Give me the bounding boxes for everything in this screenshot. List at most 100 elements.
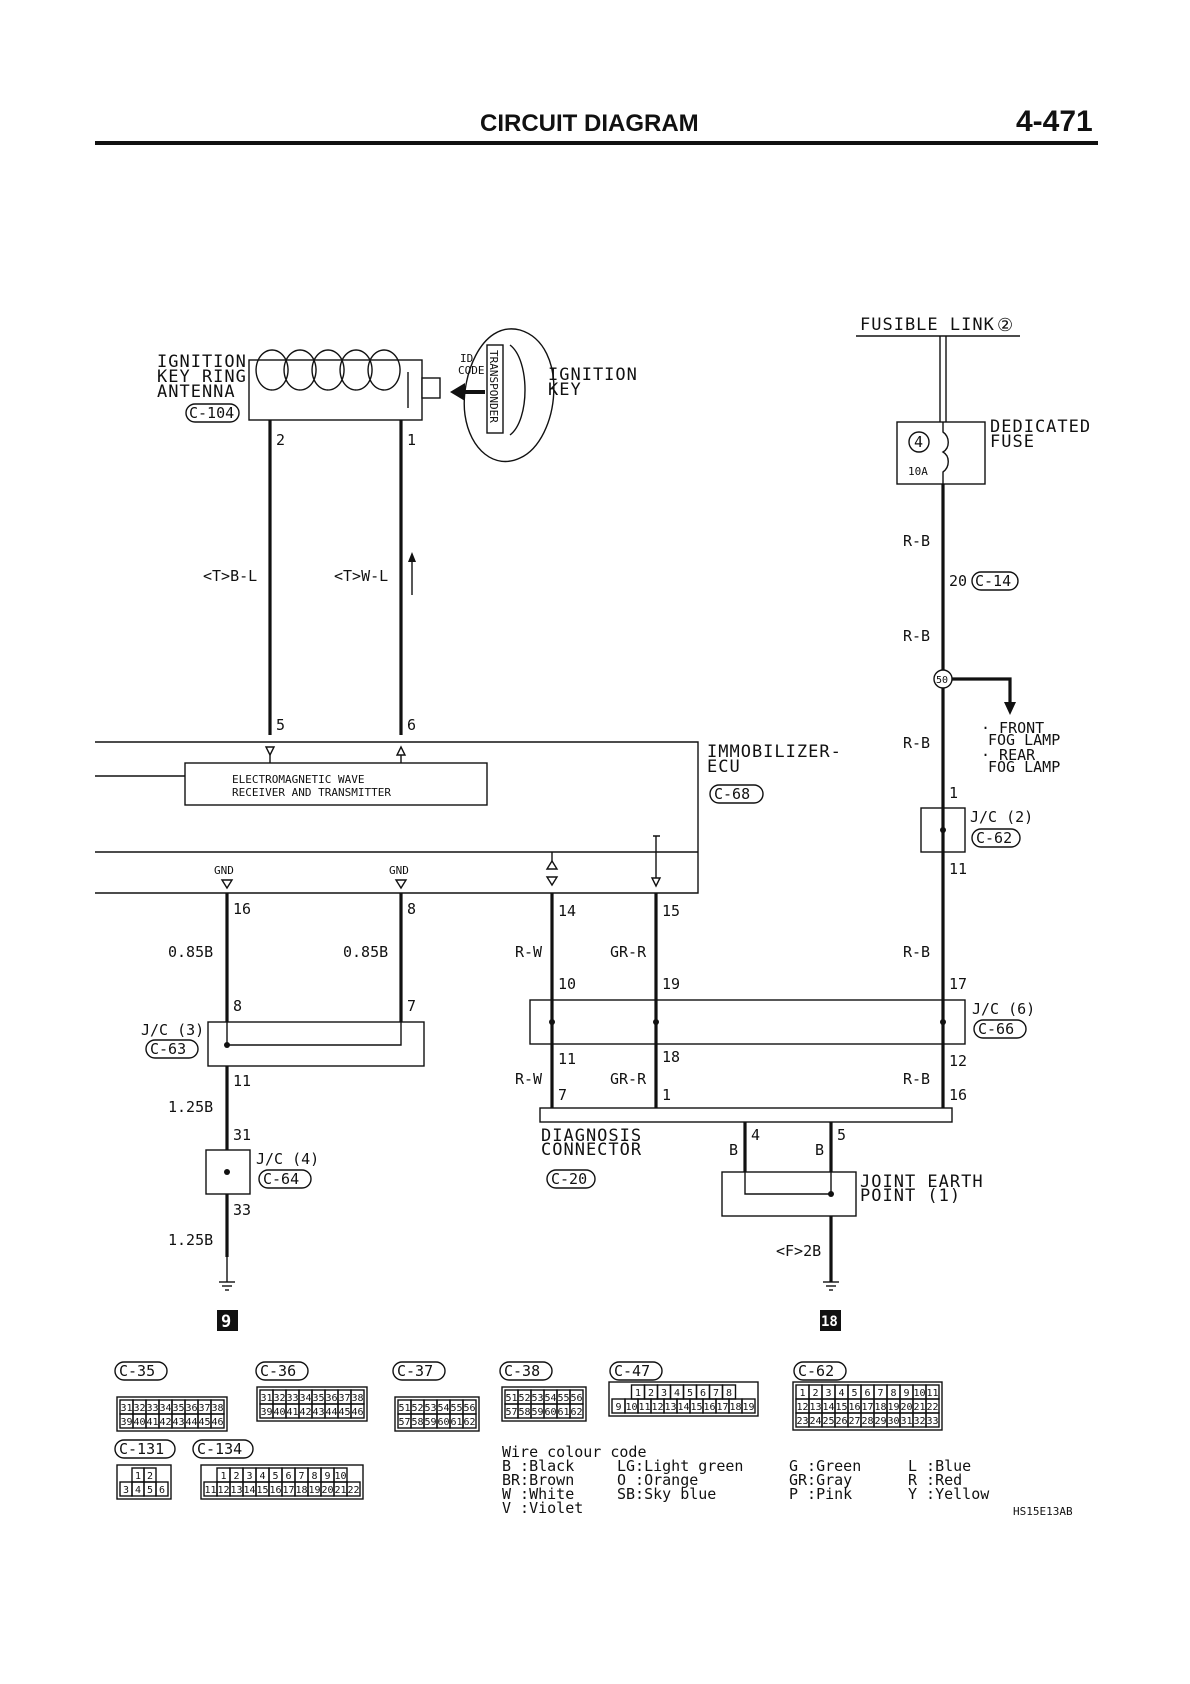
connector-pin-number: 6 [159, 1485, 165, 1496]
connector-pin-number: 13 [809, 1402, 821, 1413]
connector-pin-number: 32 [913, 1416, 925, 1427]
connector-pin-number: 57 [398, 1417, 410, 1428]
c35-badge [114, 1361, 168, 1381]
connector-pin-number: 12 [651, 1402, 663, 1413]
connector-pin-number: 10 [913, 1388, 925, 1399]
connector-pin-number: 20 [321, 1485, 333, 1496]
jc3-pin-11: 11 [233, 1072, 251, 1090]
connector-pin-number: 62 [463, 1417, 475, 1428]
legend-entry: B :Black [502, 1457, 574, 1475]
connector-pin-number: 19 [308, 1485, 320, 1496]
jc4-pin-31: 31 [233, 1126, 251, 1144]
legend-entry: LG:Light green [617, 1457, 743, 1475]
signal-direction-arrow-icon [408, 552, 416, 562]
connector-pin-number: 11 [638, 1402, 650, 1413]
c35-name: C-35 [119, 1362, 155, 1380]
connector-pin-number: 5 [272, 1471, 278, 1482]
connector-pin-number: 61 [557, 1407, 569, 1418]
connector-pin-number: 33 [926, 1416, 938, 1427]
legend-entry: V :Violet [502, 1499, 583, 1517]
wire-label-bl: <T>B-L [203, 567, 257, 585]
connector-pin-cell [346, 1481, 361, 1497]
connector-pin-number: 18 [729, 1402, 741, 1413]
diagnosis-label-1: DIAGNOSIS [541, 1126, 642, 1146]
pin6-out-arrow-icon [395, 745, 407, 756]
id-code-label-1: ID [460, 352, 473, 365]
ecu-pin-8: 8 [407, 900, 416, 918]
c14-connector-id: C-14 [975, 572, 1011, 590]
pin14-io-arrow-icon-2 [545, 876, 559, 887]
connector-pin-number: 21 [334, 1485, 346, 1496]
connector-pin-number: 58 [411, 1417, 423, 1428]
connector-pin-number: 35 [312, 1393, 324, 1404]
id-code-arrow-icon [450, 383, 485, 401]
c134-badge [192, 1439, 254, 1459]
connector-pin-cell [462, 1413, 477, 1429]
connector-pin-cell [569, 1403, 584, 1419]
c14-pin-20: 20 [949, 572, 967, 590]
ecu-label-2: ECU [707, 757, 741, 777]
connector-pin-number: 45 [338, 1407, 350, 1418]
fuse-label-1: DEDICATED [990, 417, 1091, 437]
c14-connector-badge [971, 571, 1019, 591]
jc6-name: J/C (6) [972, 1000, 1035, 1018]
wire-label-125b-2: 1.25B [168, 1231, 213, 1249]
jc3-connector-id: C-63 [150, 1040, 186, 1058]
wire-label-rb-2: R-B [903, 627, 930, 645]
connector-pin-number: 59 [531, 1407, 543, 1418]
connector-pin-number: 12 [796, 1402, 808, 1413]
connector-pin-number: 39 [260, 1407, 272, 1418]
c38-name: C-38 [504, 1362, 540, 1380]
c36-name: C-36 [260, 1362, 296, 1380]
connector-pin-number: 38 [211, 1403, 223, 1414]
connector-pin-number: 28 [861, 1416, 873, 1427]
jc3-name: J/C (3) [141, 1021, 204, 1039]
connector-pin-number: 21 [913, 1402, 925, 1413]
connector-pin-number: 15 [835, 1402, 847, 1413]
fuse-amperage: 10A [908, 465, 928, 478]
jc4-node [224, 1169, 230, 1175]
connector-pin-number: 11 [204, 1485, 216, 1496]
connector-pin-number: 22 [926, 1402, 938, 1413]
connector-pin-number: 53 [531, 1393, 543, 1404]
ecu-pin-15: 15 [662, 902, 680, 920]
ecu-label-1: IMMOBILIZER- [707, 742, 842, 762]
ecu-pin-14: 14 [558, 902, 576, 920]
immobilizer-ecu-outline [95, 741, 699, 894]
connector-pin-number: 14 [243, 1485, 255, 1496]
connector-pin-number: 44 [325, 1407, 337, 1418]
jc2-node [940, 827, 946, 833]
dedicated-fuse-box [896, 421, 986, 485]
connector-pin-number: 15 [256, 1485, 268, 1496]
fuse-number: 4 [914, 433, 923, 451]
gnd-arrow-icon-2 [394, 879, 408, 890]
c62v-badge [793, 1361, 847, 1381]
connector-pin-number: 9 [615, 1402, 621, 1413]
legend-entry: BR:Brown [502, 1471, 574, 1489]
ecu-gnd-label-2: GND [389, 864, 409, 877]
jc6-connector-badge [973, 1019, 1027, 1039]
diag-pin-4: 4 [751, 1126, 760, 1144]
connector-pin-number: 5 [851, 1388, 857, 1399]
c62v-name: C-62 [798, 1362, 834, 1380]
connector-pin-number: 43 [172, 1417, 184, 1428]
fusible-link-number: ② [997, 315, 1013, 336]
connector-pin-number: 2 [648, 1388, 654, 1399]
ecu-pin-6: 6 [407, 716, 416, 734]
jc6-pin-11: 11 [558, 1050, 576, 1068]
legend-entry: L :Blue [908, 1457, 971, 1475]
connector-pin-number: 8 [890, 1388, 896, 1399]
connector-pin-number: 10 [334, 1471, 346, 1482]
page-title: CIRCUIT DIAGRAM [480, 110, 699, 137]
connector-pin-number: 52 [411, 1403, 423, 1414]
em-wave-transceiver-box [184, 762, 488, 806]
